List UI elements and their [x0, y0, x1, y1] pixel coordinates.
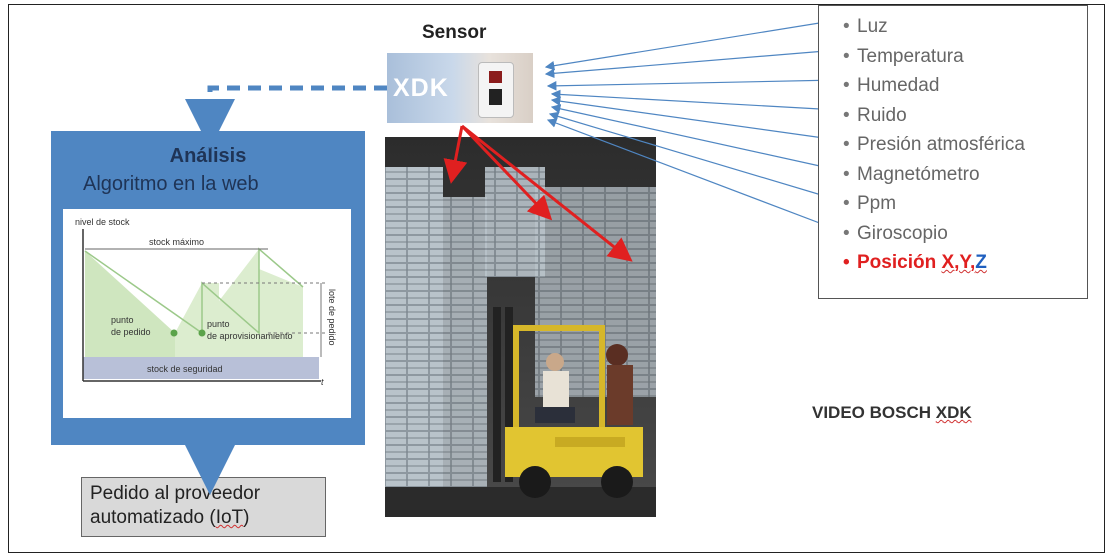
- reorder-point: [170, 329, 178, 337]
- connector-6: [550, 104, 839, 171]
- list-item-label: Humedad: [857, 75, 940, 96]
- bullet-icon: •: [843, 252, 850, 273]
- safety-stock-band: [83, 357, 319, 379]
- list-item-label: Ruido: [857, 104, 907, 126]
- bullet-icon: •: [843, 163, 850, 185]
- connector-2: [544, 49, 839, 79]
- list-item-label: Temperatura: [857, 45, 964, 67]
- list-item: • Giroscopio: [843, 219, 1025, 249]
- connector-3: [546, 79, 839, 91]
- connector-1: [544, 19, 839, 71]
- bullet-icon: •: [843, 193, 850, 214]
- reorder-label-2: de pedido: [111, 327, 151, 337]
- video-caption: VIDEO BOSCH XDK: [812, 403, 972, 423]
- sensor-to-analysis-arrow: [185, 85, 387, 149]
- x-axis-label: t: [321, 377, 324, 387]
- sensor-badge: XDK: [393, 74, 449, 102]
- bullet-icon: •: [843, 16, 850, 37]
- red-arrow-2: [460, 124, 553, 221]
- bullet-icon: •: [843, 104, 850, 126]
- list-item: • Luz: [843, 12, 1025, 42]
- list-item: • Magnetómetro: [843, 160, 1025, 190]
- safety-label: stock de seguridad: [147, 364, 223, 374]
- list-item-highlight: • Posición X,Y,Z: [843, 248, 1025, 278]
- list-item: • Temperatura: [843, 42, 1025, 72]
- reorder-label-1: punto: [111, 315, 134, 325]
- analysis-title: Análisis: [169, 145, 247, 167]
- warehouse-forklift-photo: [385, 137, 656, 517]
- red-arrow-1: [443, 125, 468, 184]
- list-item-label: Magnetómetro: [857, 163, 980, 185]
- highlight-label: Posición: [857, 252, 937, 273]
- list-item: • Ppm: [843, 189, 1025, 219]
- supply-label-1: punto: [207, 319, 230, 329]
- highlight-z: Z: [975, 252, 987, 273]
- order-line-2-word: IoT: [215, 507, 244, 528]
- connector-4: [550, 89, 839, 111]
- connector-8: [546, 118, 839, 231]
- list-item: • Ruido: [843, 101, 1025, 131]
- xdk-device-icon: [478, 62, 514, 118]
- y-axis-label: nivel de stock: [75, 217, 130, 227]
- list-item-label: Presión atmosférica: [857, 134, 1025, 155]
- video-caption-pre: VIDEO BOSCH: [812, 403, 936, 422]
- highlight-x: X,: [941, 252, 960, 273]
- stock-level-line: [84, 247, 304, 335]
- analysis-box: Análisis Algoritmo en la web nivel de: [51, 131, 365, 445]
- list-item-label: Luz: [857, 16, 888, 37]
- list-item: • Humedad: [843, 71, 1025, 101]
- stock-area-2: [202, 249, 303, 357]
- photo-svg: [385, 137, 656, 517]
- connector-5: [550, 96, 839, 141]
- analysis-subtitle: Algoritmo en la web: [83, 173, 259, 195]
- max-label: stock máximo: [149, 237, 204, 247]
- bullet-icon: •: [843, 222, 850, 244]
- list-item: • Presión atmosférica: [843, 130, 1025, 160]
- supply-label-2: de aprovisionamiento: [207, 331, 293, 341]
- order-line-2-post: ): [243, 507, 250, 528]
- connector-7: [548, 111, 839, 201]
- sensor-list-box: • Luz • Temperatura • Humedad • Ruido • Presi…: [818, 5, 1088, 299]
- bullet-icon: •: [843, 45, 850, 67]
- bullet-icon: •: [843, 134, 850, 155]
- bullet-icon: •: [843, 75, 850, 96]
- video-caption-word: XDK: [935, 403, 972, 422]
- order-line-2: automatizado (IoT): [90, 506, 317, 530]
- supply-point: [198, 329, 206, 337]
- order-line-2-pre: automatizado (: [90, 507, 216, 528]
- lot-label: lote de pedido: [327, 289, 337, 346]
- highlight-y: Y,: [959, 252, 976, 273]
- list-item-label: Ppm: [857, 193, 897, 214]
- red-arrow-3: [461, 124, 633, 262]
- stock-chart: nivel de stock stock máximo punto de ped…: [63, 209, 351, 418]
- list-item-label: Giroscopio: [857, 222, 948, 244]
- stock-area-1: [85, 251, 175, 357]
- stock-area-3: [175, 283, 202, 357]
- stock-chart-svg: nivel de stock stock máximo punto de ped…: [75, 217, 337, 387]
- sensor-title: Sensor: [422, 22, 487, 43]
- sensor-list: • Luz • Temperatura • Humedad • Ruido • Presi…: [843, 12, 1025, 278]
